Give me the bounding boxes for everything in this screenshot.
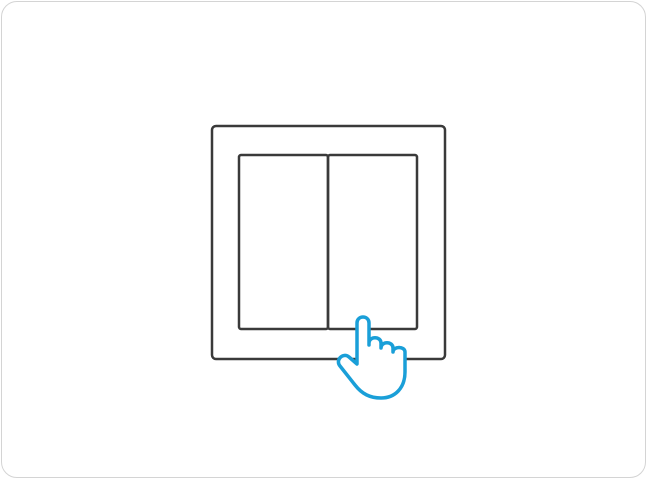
switch-right-rocker — [326, 153, 419, 331]
switch-frame — [210, 124, 447, 361]
double-rocker-light-switch-icon — [237, 153, 419, 331]
switch-left-rocker — [237, 153, 330, 331]
pointing-hand-icon — [336, 315, 407, 400]
